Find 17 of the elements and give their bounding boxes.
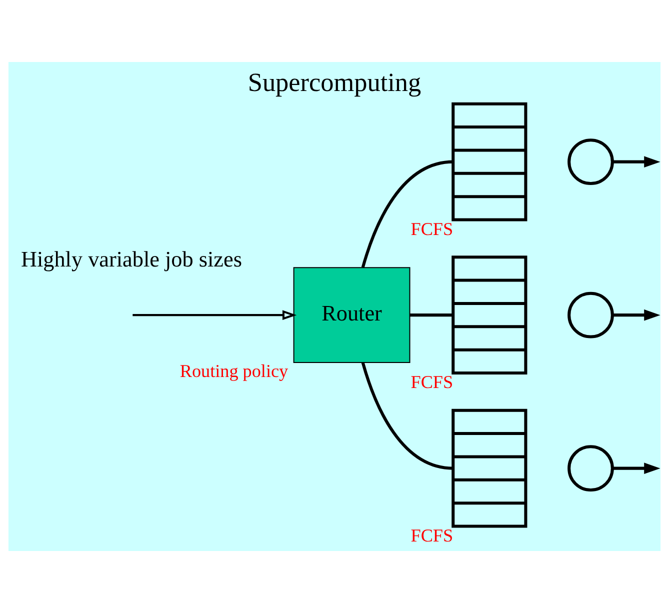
node-label: FCFS — [410, 372, 454, 392]
diagram-title: Supercomputing — [248, 68, 422, 97]
connector — [361, 160, 454, 268]
arrow — [612, 156, 660, 167]
node-circle — [568, 138, 614, 184]
node-label: FCFS — [410, 218, 454, 238]
arrow — [612, 308, 660, 320]
node-label: Routing policy — [180, 360, 288, 380]
node-circle — [568, 444, 614, 492]
connector — [410, 313, 454, 316]
arrow — [612, 462, 660, 474]
connector — [361, 362, 454, 470]
node-box: Router — [293, 266, 410, 362]
node-label: FCFS — [410, 524, 454, 545]
arrow — [132, 310, 297, 320]
node-circle — [568, 291, 614, 338]
label: Highly variable job sizes — [20, 246, 242, 271]
